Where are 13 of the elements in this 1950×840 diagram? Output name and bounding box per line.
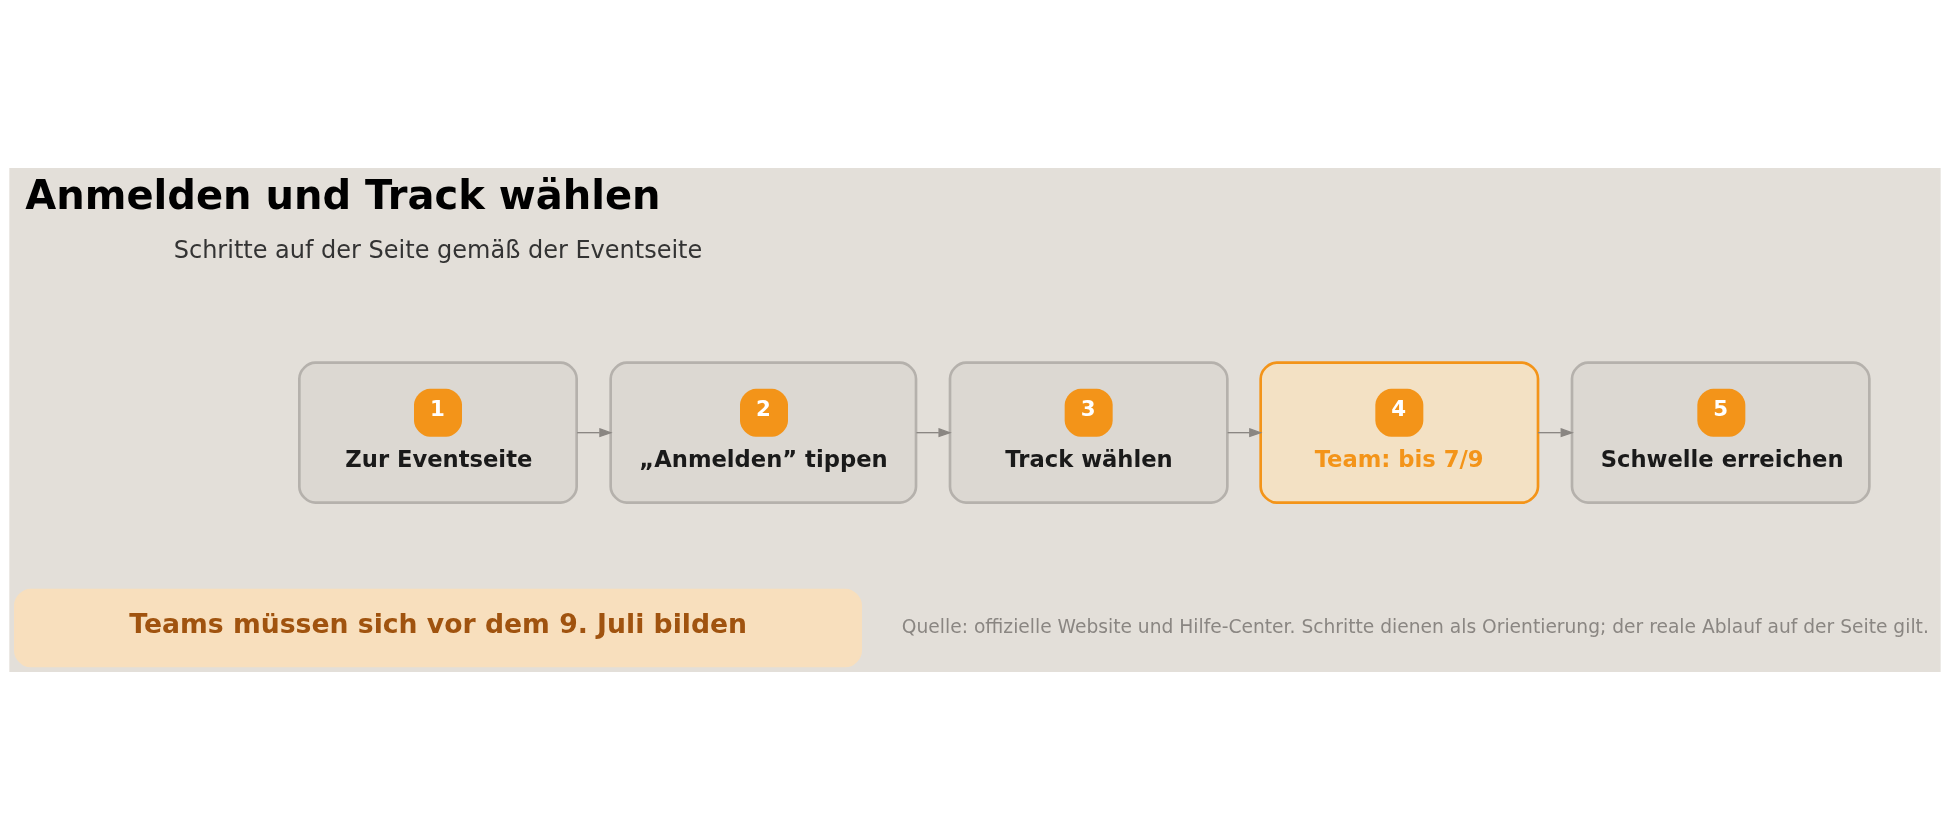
arrow	[1226, 428, 1263, 438]
arrow	[1537, 428, 1574, 438]
node-box: 2 „Anmelden” tippen	[609, 361, 918, 504]
node-box: 1 Zur Eventseite	[298, 361, 578, 504]
node-box: 4 Team: bis 7/9	[1259, 361, 1540, 504]
diagram-title: Anmelden und Track wählen	[25, 172, 661, 219]
node-box: 5 Schwelle erreichen	[1570, 361, 1871, 504]
arrow	[576, 428, 613, 438]
arrow	[915, 428, 952, 438]
node-box: 3 Track wählen	[948, 361, 1229, 504]
node-box: Teams müssen sich vor dem 9. Juli bilden	[14, 588, 862, 668]
caption: Quelle: offizielle Website und Hilfe-Center. Schritte dienen als Orientierung; der reale Ablauf auf der Seite gilt.	[901, 615, 1929, 637]
label: Schritte auf der Seite gemäß der Eventseite	[173, 235, 703, 264]
